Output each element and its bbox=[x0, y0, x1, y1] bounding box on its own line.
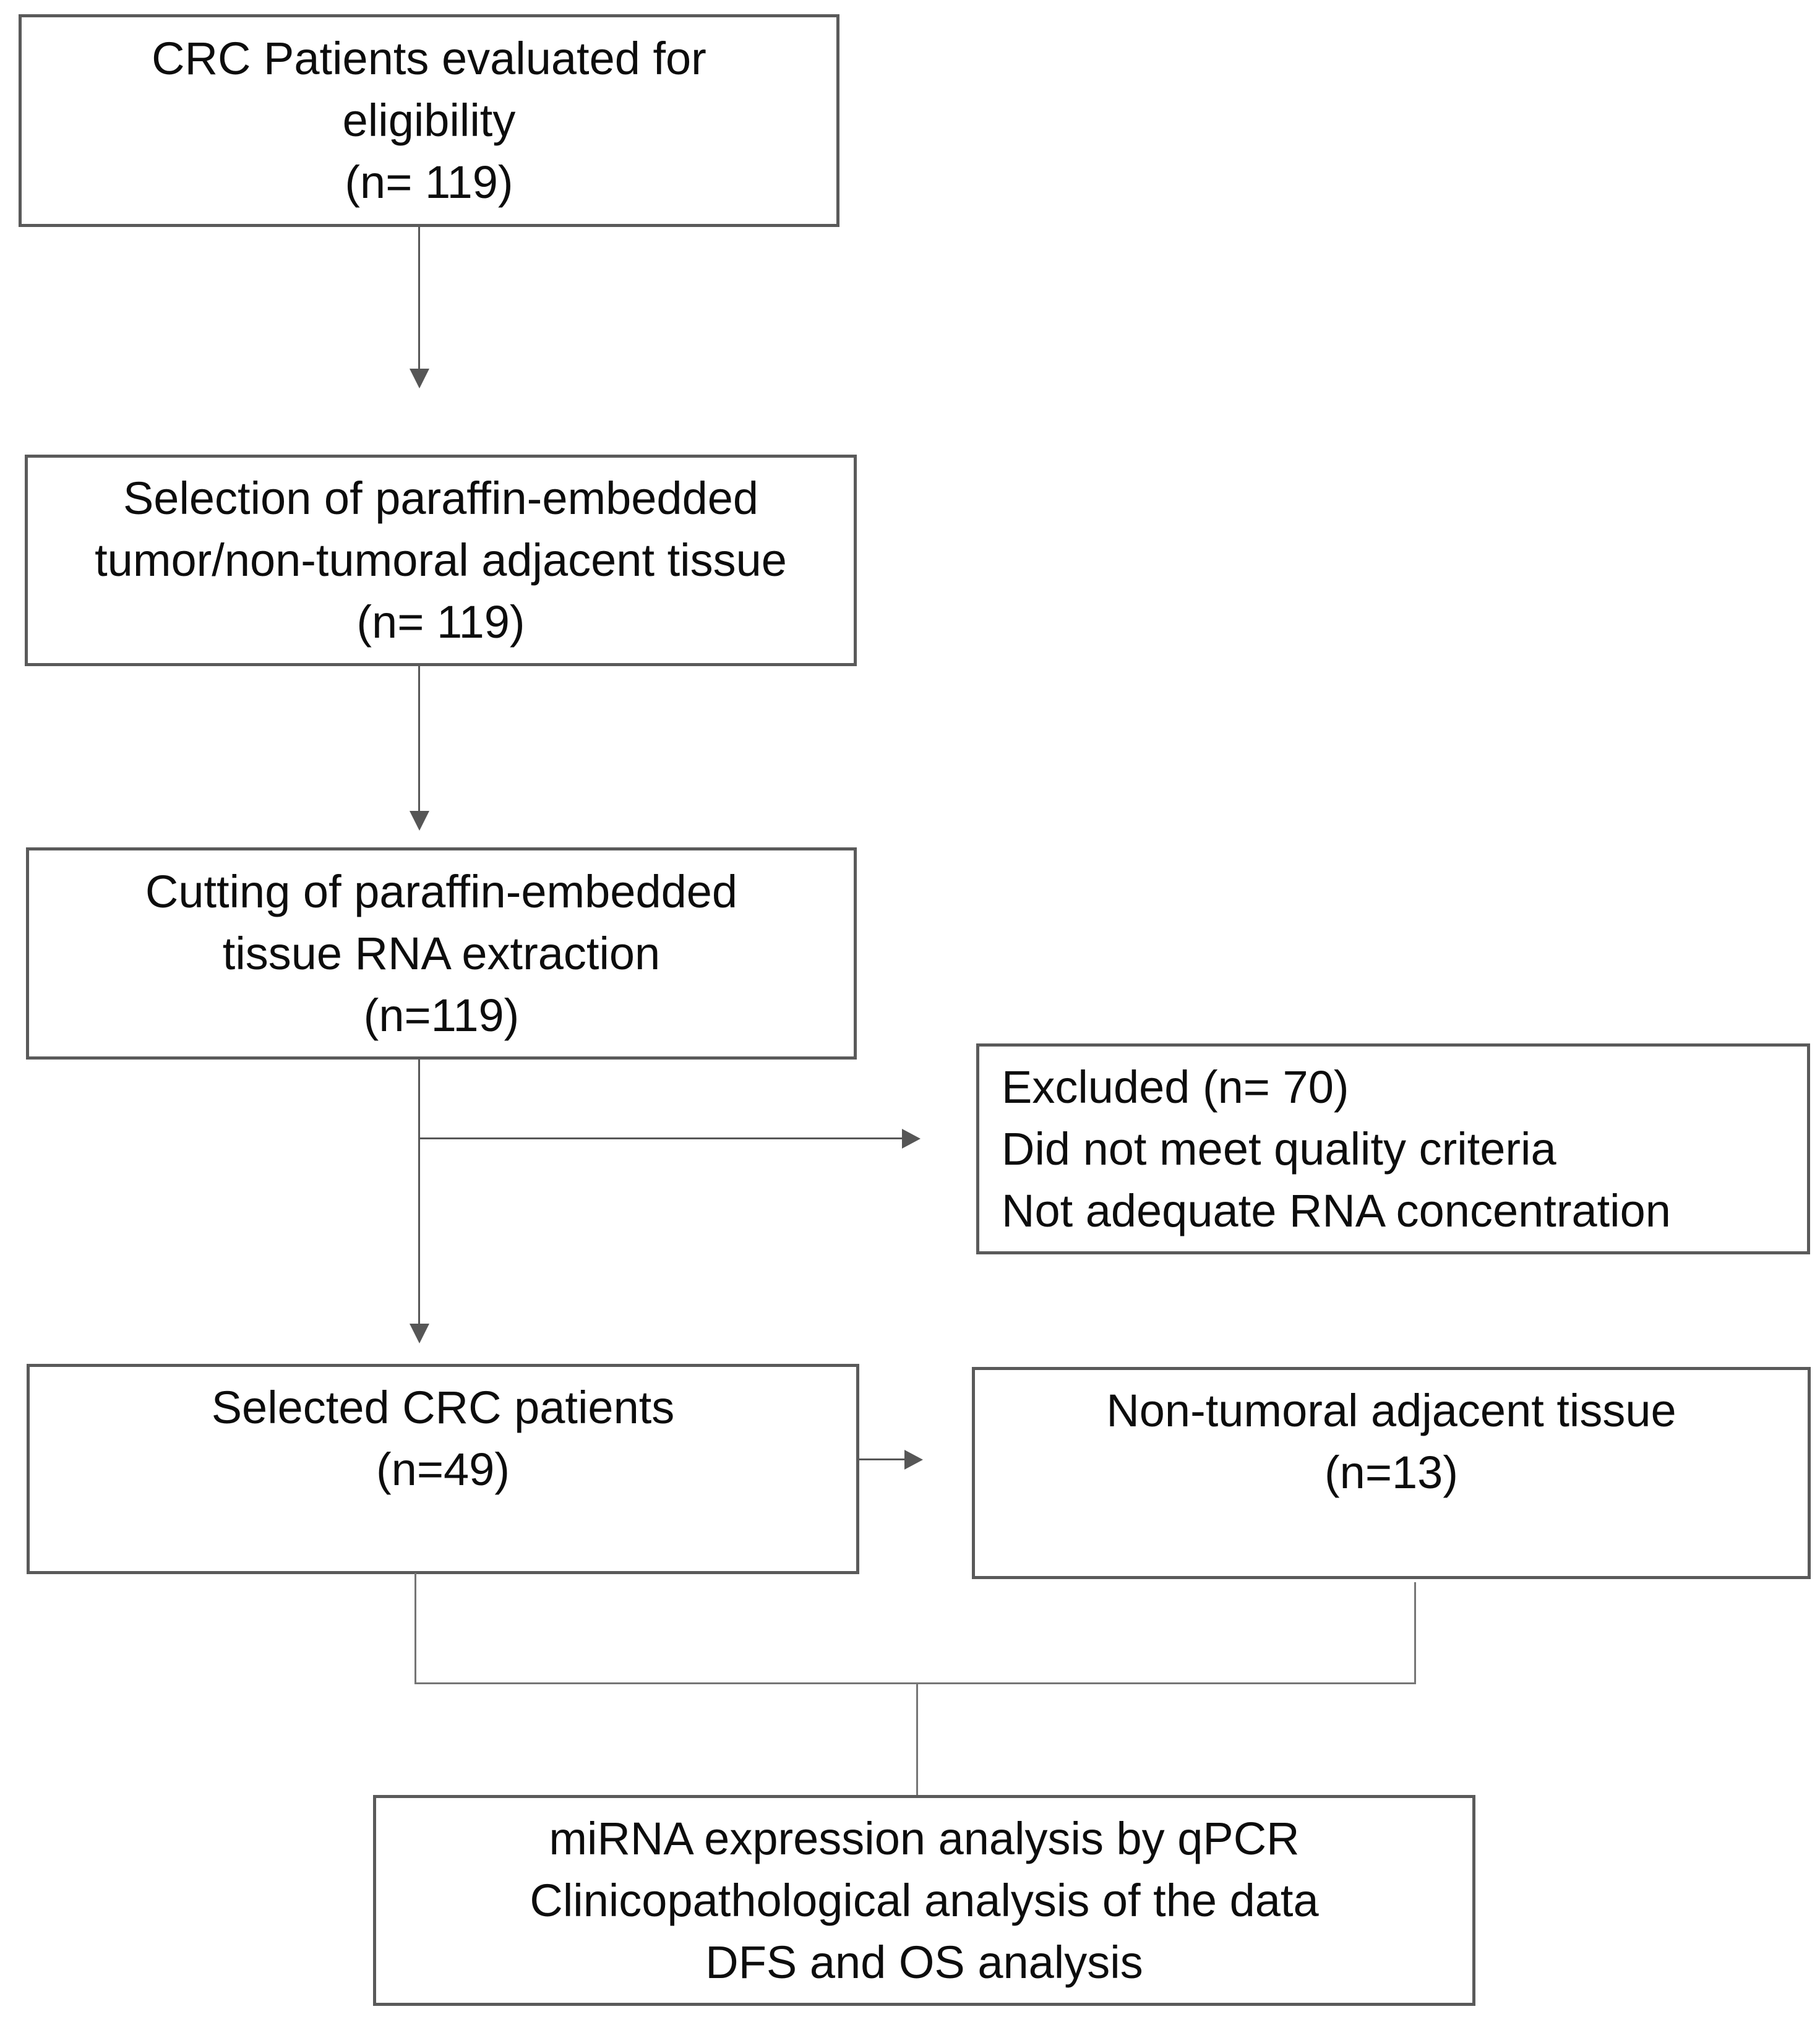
arrow-eligibility-to-selection-shaft bbox=[418, 227, 420, 370]
connector-nontumoral-down bbox=[1414, 1582, 1416, 1684]
arrow-selected-to-nontumoral-shaft bbox=[859, 1458, 904, 1460]
box-line: Selection of paraffin-embedded bbox=[122, 473, 759, 524]
box-rna-extraction: Cutting of paraffin-embedded tissue RNA … bbox=[26, 847, 857, 1060]
box-line: Excluded (n= 70) bbox=[1002, 1061, 1349, 1113]
arrow-selection-to-cutting-shaft bbox=[418, 666, 420, 811]
box-line: (n=49) bbox=[376, 1444, 510, 1495]
box-nontumoral-tissue: Non-tumoral adjacent tissue (n=13) bbox=[972, 1367, 1811, 1579]
box-line: Non-tumoral adjacent tissue bbox=[1106, 1385, 1676, 1436]
box-line: Did not meet quality criteria bbox=[1002, 1123, 1556, 1175]
connector-join-to-analysis bbox=[916, 1682, 918, 1795]
box-excluded: Excluded (n= 70) Did not meet quality cr… bbox=[976, 1043, 1810, 1254]
box-final-analysis: miRNA expression analysis by qPCR Clinic… bbox=[373, 1795, 1475, 2006]
box-patients-evaluated: CRC Patients evaluated for eligibility (… bbox=[19, 14, 839, 227]
box-line: Cutting of paraffin-embedded bbox=[145, 865, 738, 917]
box-line: tumor/non-tumoral adjacent tissue bbox=[95, 534, 787, 586]
arrow-selection-to-cutting-head bbox=[410, 811, 429, 831]
box-line: Clinicopathological analysis of the data bbox=[530, 1874, 1319, 1926]
box-line: (n=13) bbox=[1324, 1447, 1458, 1498]
box-line: miRNA expression analysis by qPCR bbox=[549, 1812, 1300, 1864]
connector-join-horizontal bbox=[414, 1682, 1416, 1684]
arrow-selected-to-nontumoral-head bbox=[904, 1450, 923, 1470]
box-tissue-selection: Selection of paraffin-embedded tumor/non… bbox=[25, 455, 857, 666]
arrow-branch-to-excluded-shaft bbox=[418, 1137, 902, 1139]
box-line: (n= 119) bbox=[345, 156, 513, 208]
box-selected-patients: Selected CRC patients (n=49) bbox=[27, 1364, 859, 1574]
box-line: (n=119) bbox=[363, 989, 520, 1041]
box-line: Selected CRC patients bbox=[211, 1382, 675, 1433]
arrow-cutting-to-selected-head bbox=[410, 1324, 429, 1343]
connector-selected-down bbox=[414, 1573, 416, 1684]
box-line: (n= 119) bbox=[356, 596, 525, 648]
arrow-eligibility-to-selection-head bbox=[410, 369, 429, 388]
box-line: Not adequate RNA concentration bbox=[1002, 1184, 1671, 1236]
arrow-cutting-to-selected-shaft bbox=[418, 1060, 420, 1324]
arrow-branch-to-excluded-head bbox=[902, 1129, 921, 1149]
box-line: DFS and OS analysis bbox=[705, 1936, 1143, 1988]
box-line: eligibility bbox=[342, 95, 516, 146]
box-line: CRC Patients evaluated for bbox=[152, 33, 706, 84]
box-line: tissue RNA extraction bbox=[222, 927, 661, 979]
